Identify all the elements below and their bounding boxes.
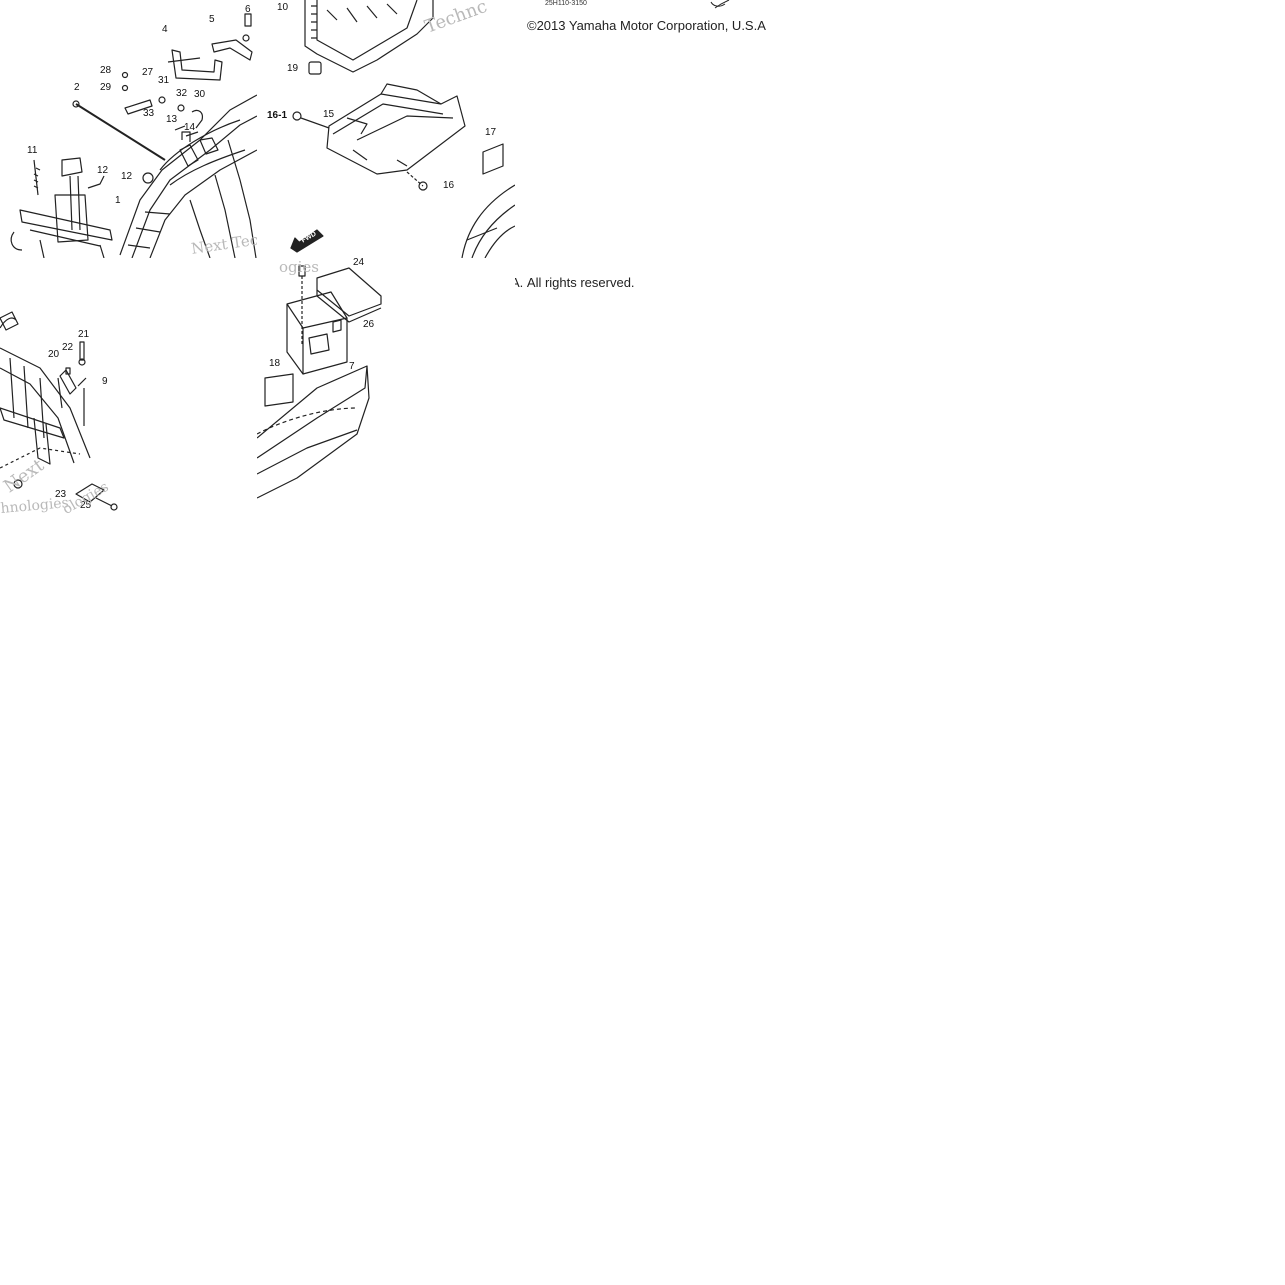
frame-rear-drawing: [0, 311, 118, 511]
callout-23: 23: [55, 489, 67, 500]
part-number: 25H110-3150: [545, 0, 587, 7]
callout-26: 26: [363, 319, 375, 330]
callout-9: 9: [102, 376, 108, 387]
callout-4: 4: [162, 24, 168, 35]
diagram-tile-copyright: 25H110-3150 ©2013 Yamaha Motor Corporati…: [515, 0, 773, 258]
diagram-tile-frame-rear: 9 20 21 22 23 25 Next hnologies ologies: [0, 258, 257, 515]
callout-12a: 12: [97, 165, 109, 176]
callout-2: 2: [74, 82, 80, 93]
callout-5: 5: [209, 14, 215, 25]
callout-22: 22: [62, 342, 74, 353]
diagram-tile-tray: 10 15 16-1 16 17 19 FWD Technc: [257, 0, 515, 258]
callout-1: 1: [115, 195, 121, 206]
callout-6: 6: [245, 4, 251, 15]
copyright-text: ©2013 Yamaha Motor Corporation, U.S.A: [527, 18, 766, 33]
frame-front-drawing: [10, 13, 257, 258]
watermark-text: ogies: [279, 258, 320, 276]
callout-10: 10: [277, 2, 289, 13]
top-right-fragment: [710, 0, 730, 9]
callout-12b: 12: [121, 171, 133, 182]
callout-32: 32: [176, 88, 188, 99]
callout-33: 33: [143, 108, 155, 119]
battery-box-drawing: [257, 265, 382, 499]
callout-14: 14: [184, 122, 196, 133]
callout-18: 18: [269, 358, 281, 369]
callout-15: 15: [323, 109, 335, 120]
callout-31: 31: [158, 75, 170, 86]
diagram-tile-battery-box: 7 18 24 26 ogies: [257, 258, 515, 515]
callout-25: 25: [80, 500, 92, 511]
callout-16: 16: [443, 180, 455, 191]
callout-20: 20: [48, 349, 60, 360]
callout-17: 17: [485, 127, 497, 138]
callout-28: 28: [100, 65, 112, 76]
callout-19: 19: [287, 63, 299, 74]
diagram-tile-frame-front: 1 2 4 5 6 11 12 12 13 14 27 28 29 30 31 …: [0, 0, 257, 258]
callout-11: 11: [27, 145, 38, 156]
callout-16a: 16-1: [267, 110, 288, 121]
callout-21: 21: [78, 329, 90, 340]
callout-30: 30: [194, 89, 206, 100]
diagram-tile-rights: А. All rights reserved.: [515, 258, 773, 515]
callout-29: 29: [100, 82, 112, 93]
callout-24: 24: [353, 258, 365, 268]
rights-reserved-text: А. All rights reserved.: [515, 275, 635, 290]
callout-7: 7: [349, 361, 355, 372]
tray-drawing: [290, 0, 515, 258]
callout-13: 13: [166, 114, 178, 125]
callout-27: 27: [142, 67, 154, 78]
